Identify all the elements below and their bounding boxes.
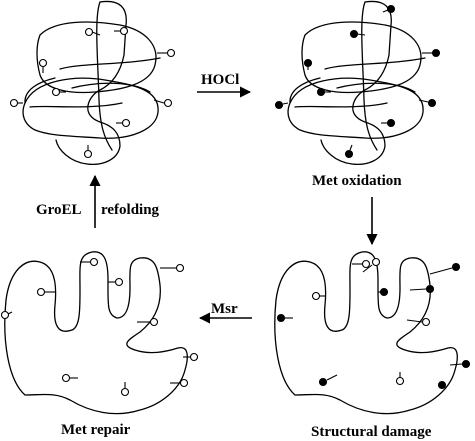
oxidized-met-residue [437, 380, 447, 390]
reduced-met-residue [157, 48, 176, 58]
oxidized-met-residue [429, 262, 461, 275]
repair-enzyme-label: Msr [211, 301, 238, 317]
reduced-met-residue [108, 277, 124, 287]
oxidized-met-residue [274, 100, 289, 110]
oxidized-met-residue [381, 118, 396, 128]
refolding-step-label: refolding [101, 202, 160, 218]
oxidized-met-residue [418, 98, 437, 108]
oxidized-met-residue [449, 359, 471, 369]
oxidant-label: HOCl [201, 72, 239, 88]
oxidized-met-residue [382, 4, 396, 14]
reduced-met-residue [153, 98, 173, 108]
reduced-met-residue [0, 310, 13, 320]
reduced-met-residue [116, 118, 131, 128]
oxidized-state-label: Met oxidation [312, 173, 402, 189]
oxidized-met-residue [316, 87, 331, 97]
reduced-met-residue [36, 287, 55, 297]
oxidized-met-residue [352, 259, 371, 269]
oxidized-met-residue [303, 58, 313, 70]
oxidized-met-residue [318, 374, 338, 387]
native-protein [9, 0, 176, 166]
chaperone-label: GroEL [36, 202, 82, 218]
oxidized-met-residue [409, 284, 435, 294]
oxidized-met-residue [276, 313, 293, 323]
damaged-protein [274, 251, 471, 415]
oxidized-met-residue [406, 317, 431, 327]
reduced-met-residue [114, 26, 129, 36]
oxidized-met-residue [362, 257, 381, 273]
reduced-met-residue [9, 98, 23, 108]
reduced-met-residue [183, 352, 199, 362]
reduced-met-residue [137, 317, 159, 327]
oxidized-met-residue [422, 48, 441, 58]
oxidized-protein [274, 0, 441, 166]
oxidized-met-residue [349, 29, 366, 39]
damaged-state-label: Structural damage [311, 424, 432, 440]
reduced-met-residue [80, 257, 99, 267]
oxidized-met-residue [344, 144, 354, 159]
reduced-met-residue [170, 378, 189, 388]
reduced-met-residue [160, 263, 185, 273]
reduced-met-residue [38, 58, 48, 73]
oxidized-met-residue [311, 291, 326, 301]
oxidized-met-residue [395, 372, 405, 386]
oxidized-met-residue [378, 287, 389, 297]
repaired-protein [0, 251, 199, 415]
reduced-met-residue [120, 382, 130, 397]
reduced-met-residue [61, 373, 78, 383]
reduced-met-residue [84, 27, 101, 37]
repaired-state-label: Met repair [61, 422, 131, 438]
reduced-met-residue [51, 87, 66, 97]
reduced-met-residue [83, 145, 93, 159]
